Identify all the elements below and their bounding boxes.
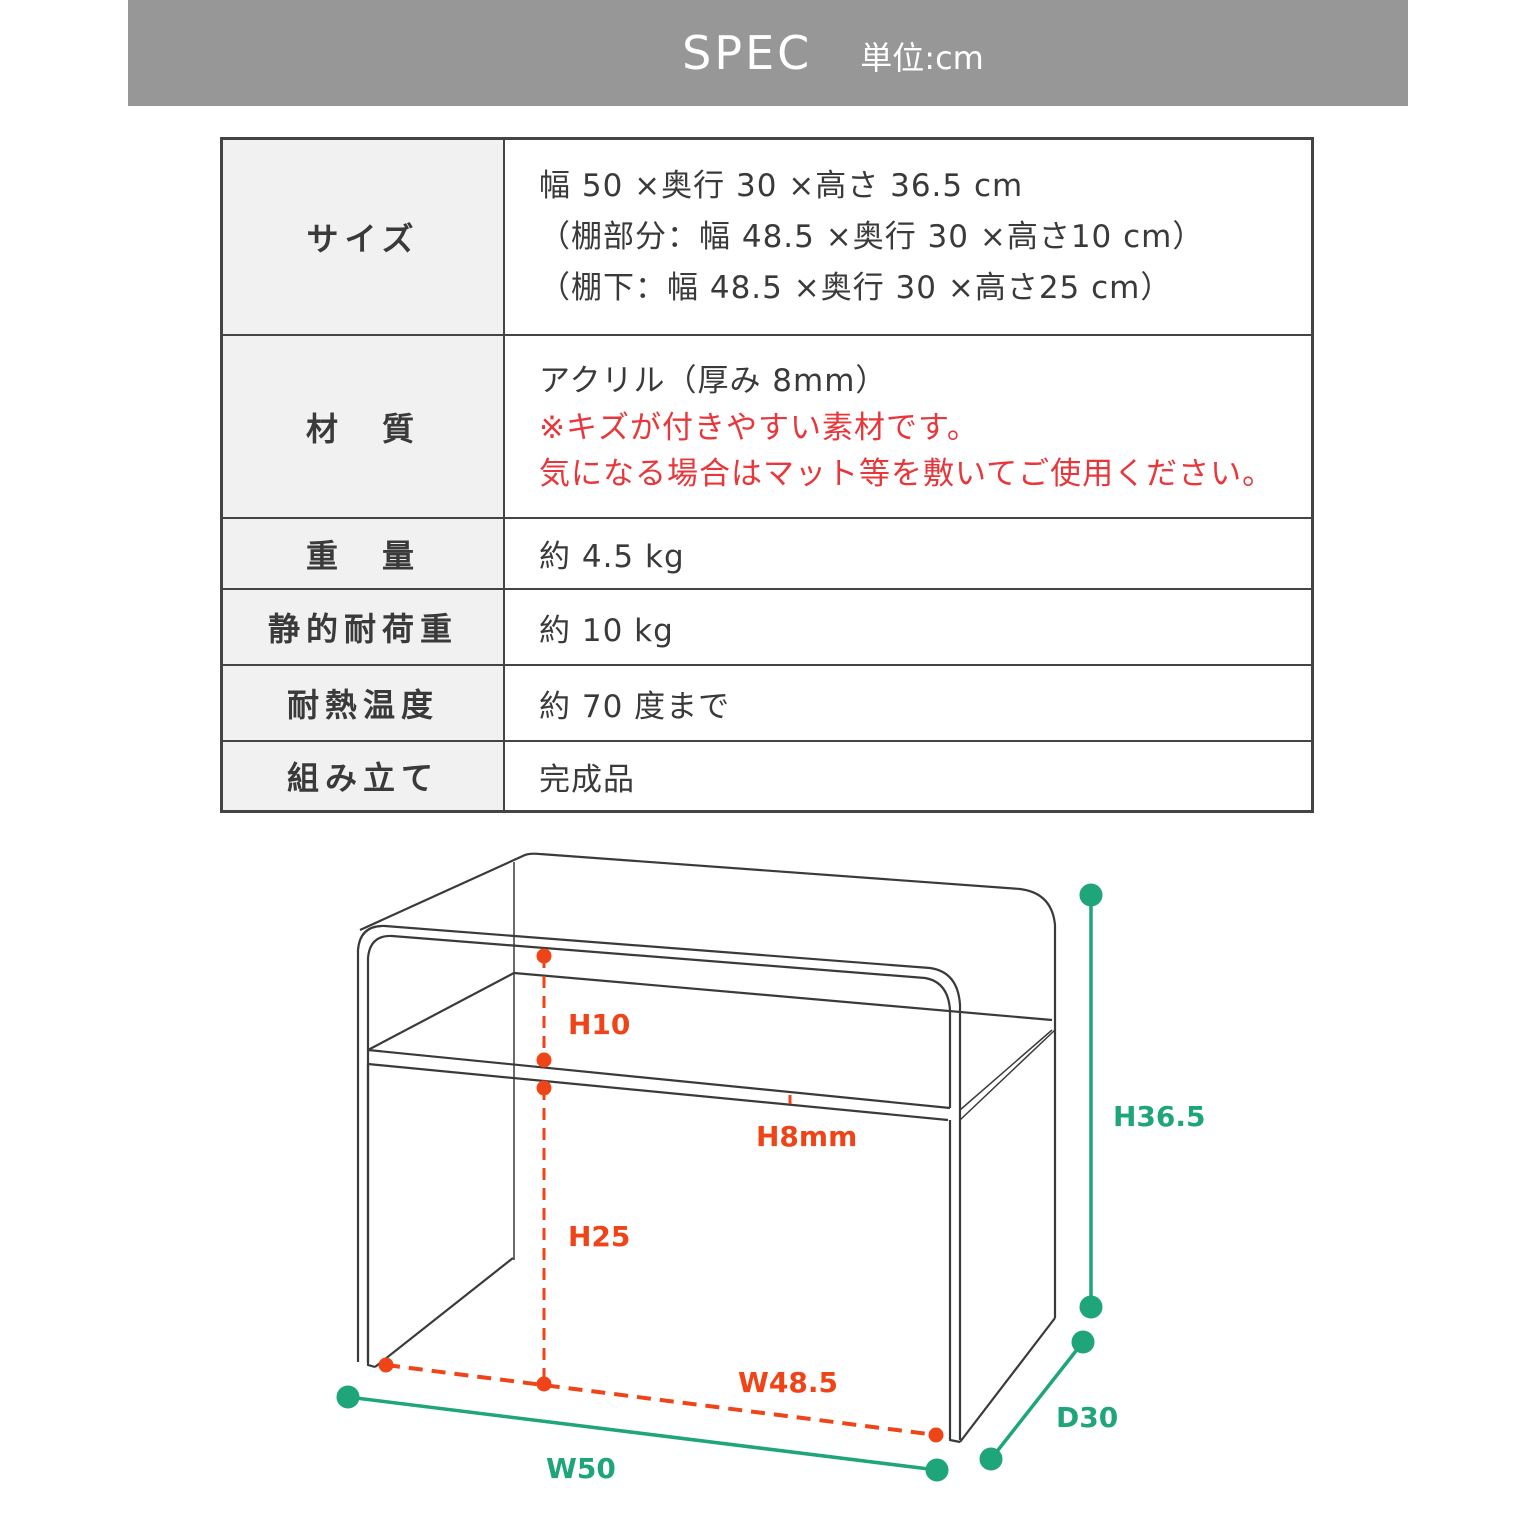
table-row-size: サイズ 幅 50 ×奥行 30 ×高さ 36.5 cm （棚部分：幅 48.5 …	[220, 137, 1314, 336]
size-line-overall: 幅 50 ×奥行 30 ×高さ 36.5 cm	[539, 167, 1024, 204]
size-value: 幅 50 ×奥行 30 ×高さ 36.5 cm （棚部分：幅 48.5 ×奥行 …	[503, 137, 1314, 336]
heat-value: 約 70 度まで	[503, 664, 1314, 742]
spec-header: SPEC 単位:cm	[128, 0, 1408, 106]
load-value: 約 10 kg	[503, 588, 1314, 666]
row-label: 重 量	[220, 517, 505, 590]
size-line-shelf: （棚部分：幅 48.5 ×奥行 30 ×高さ10 cm）	[539, 218, 1205, 255]
material-value: アクリル（厚み 8mm） ※キズが付きやすい素材です。 気になる場合はマット等を…	[503, 334, 1314, 519]
material-line: アクリル（厚み 8mm）	[539, 362, 888, 399]
table-row-assembly: 組み立て 完成品	[220, 740, 1314, 813]
row-label: 静的耐荷重	[220, 588, 505, 666]
warning-text: ※キズが付きやすい素材です。	[539, 409, 979, 446]
size-line-under-shelf: （棚下：幅 48.5 ×奥行 30 ×高さ25 cm）	[539, 269, 1173, 306]
shelf-height-label: H10	[568, 1008, 630, 1041]
product-dimension-diagram: H10 H8mm H25 W48.5 H36.5 W50 D30	[336, 852, 1206, 1485]
thickness-label: H8mm	[756, 1120, 857, 1153]
table-row-weight: 重 量 約 4.5 kg	[220, 517, 1314, 590]
row-label: 材 質	[220, 334, 505, 519]
inner-width-label: W48.5	[738, 1366, 838, 1399]
spec-title: SPEC	[682, 26, 813, 80]
unit-label: 単位:cm	[860, 39, 984, 77]
outer-dimensions	[336, 883, 1103, 1482]
table-row-load: 静的耐荷重 約 10 kg	[220, 588, 1314, 666]
inner-dimensions	[378, 948, 944, 1443]
row-label: 耐熱温度	[220, 664, 505, 742]
table-row-material: 材 質 アクリル（厚み 8mm） ※キズが付きやすい素材です。 気になる場合はマ…	[220, 334, 1314, 519]
outer-width-label: W50	[546, 1452, 616, 1485]
table-outline	[356, 852, 1057, 1444]
row-label: 組み立て	[220, 740, 505, 813]
row-label: サイズ	[220, 137, 505, 336]
outer-depth-label: D30	[1056, 1401, 1118, 1434]
table-row-heat: 耐熱温度 約 70 度まで	[220, 664, 1314, 742]
spec-table: サイズ 幅 50 ×奥行 30 ×高さ 36.5 cm （棚部分：幅 48.5 …	[220, 137, 1314, 813]
outer-height-label: H36.5	[1113, 1100, 1206, 1133]
weight-value: 約 4.5 kg	[503, 517, 1314, 590]
assembly-value: 完成品	[503, 740, 1314, 813]
under-shelf-height-label: H25	[568, 1220, 630, 1253]
warning-text: 気になる場合はマット等を敷いてご使用ください。	[539, 455, 1275, 492]
